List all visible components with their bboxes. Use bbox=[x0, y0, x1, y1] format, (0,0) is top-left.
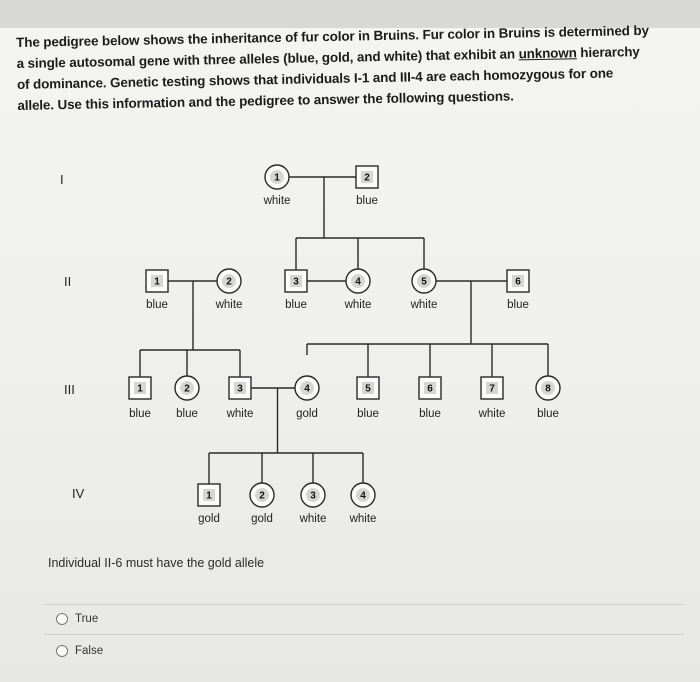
individual-number: 5 bbox=[365, 384, 371, 395]
individual-number: 4 bbox=[304, 384, 310, 395]
pedigree-individuals: 1 white 2 blue 1 blue 2 white 3 blue 4 white 5 white 6… bbox=[128, 164, 561, 525]
male-square-gen3-7: 7 white bbox=[478, 376, 506, 420]
generation-label-III: III bbox=[64, 382, 75, 397]
individual-number: 1 bbox=[154, 277, 160, 288]
individual-number: 3 bbox=[237, 384, 243, 395]
individual-number: 1 bbox=[274, 173, 280, 184]
female-circle-gen4-4: 4 white bbox=[349, 482, 377, 525]
individual-number: 5 bbox=[421, 277, 427, 288]
male-square-gen2-6: 6 blue bbox=[506, 269, 530, 311]
male-square-gen3-5: 5 blue bbox=[356, 376, 380, 420]
male-square-gen2-3: 3 blue bbox=[284, 269, 308, 311]
fur-color-label: blue bbox=[129, 408, 151, 420]
fur-color-label: gold bbox=[251, 513, 273, 525]
individual-number: 2 bbox=[184, 384, 190, 395]
fur-color-label: white bbox=[349, 513, 377, 525]
radio-false[interactable] bbox=[56, 645, 68, 657]
individual-number: 1 bbox=[206, 491, 212, 502]
female-circle-gen3-4: 4 gold bbox=[294, 375, 320, 420]
individual-number: 2 bbox=[226, 277, 232, 288]
fur-color-label: blue bbox=[285, 299, 307, 311]
fur-color-label: blue bbox=[146, 299, 168, 311]
fur-color-label: blue bbox=[507, 299, 529, 311]
female-circle-gen3-2: 2 blue bbox=[174, 375, 200, 420]
female-circle-gen3-8: 8 blue bbox=[535, 375, 561, 420]
male-square-gen3-3: 3 white bbox=[226, 376, 254, 420]
individual-number: 6 bbox=[515, 277, 521, 288]
female-circle-gen2-2: 2 white bbox=[215, 268, 243, 311]
individual-number: 4 bbox=[360, 491, 366, 502]
female-circle-gen4-3: 3 white bbox=[299, 482, 327, 525]
individual-number: 8 bbox=[545, 384, 551, 395]
fur-color-label: white bbox=[215, 299, 243, 311]
fur-color-label: white bbox=[299, 513, 327, 525]
individual-number: 1 bbox=[137, 384, 143, 395]
female-circle-gen2-5: 5 white bbox=[410, 268, 438, 311]
fur-color-label: blue bbox=[176, 408, 198, 420]
fur-color-label: white bbox=[410, 299, 438, 311]
fur-color-label: gold bbox=[198, 513, 220, 525]
answer-statement: Individual II-6 must have the gold allel… bbox=[48, 556, 265, 570]
male-square-gen1-2: 2 blue bbox=[355, 165, 379, 207]
fur-color-label: white bbox=[344, 299, 372, 311]
male-square-gen3-1: 1 blue bbox=[128, 376, 152, 420]
divider bbox=[44, 604, 684, 605]
male-square-gen4-1: 1 gold bbox=[197, 483, 221, 525]
individual-number: 2 bbox=[364, 173, 370, 184]
fur-color-label: blue bbox=[356, 195, 378, 207]
fur-color-label: blue bbox=[419, 408, 441, 420]
fur-color-label: white bbox=[226, 408, 254, 420]
option-false-label: False bbox=[75, 645, 104, 657]
female-circle-gen2-4: 4 white bbox=[344, 268, 372, 311]
female-circle-gen4-2: 2 gold bbox=[249, 482, 275, 525]
individual-number: 6 bbox=[427, 384, 433, 395]
individual-number: 3 bbox=[293, 277, 299, 288]
option-false[interactable]: False bbox=[56, 645, 103, 657]
male-square-gen3-6: 6 blue bbox=[418, 376, 442, 420]
pedigree-lines bbox=[139, 176, 549, 484]
male-square-gen2-1: 1 blue bbox=[145, 269, 169, 311]
top-strip bbox=[0, 0, 700, 28]
divider bbox=[44, 634, 684, 635]
fur-color-label: white bbox=[263, 195, 291, 207]
individual-number: 2 bbox=[259, 491, 265, 502]
fur-color-label: blue bbox=[357, 408, 379, 420]
individual-number: 3 bbox=[310, 491, 316, 502]
radio-true[interactable] bbox=[56, 613, 68, 625]
option-true-label: True bbox=[75, 613, 99, 625]
fur-color-label: blue bbox=[537, 408, 559, 420]
individual-number: 7 bbox=[489, 384, 495, 395]
individual-number: 4 bbox=[355, 277, 361, 288]
female-circle-gen1-1: 1 white bbox=[263, 164, 291, 207]
generation-label-II: II bbox=[64, 274, 72, 289]
fur-color-label: white bbox=[478, 408, 506, 420]
generation-label-IV: IV bbox=[72, 486, 85, 501]
option-true[interactable]: True bbox=[56, 613, 98, 625]
fur-color-label: gold bbox=[296, 408, 318, 420]
generation-label-I: I bbox=[60, 172, 64, 187]
